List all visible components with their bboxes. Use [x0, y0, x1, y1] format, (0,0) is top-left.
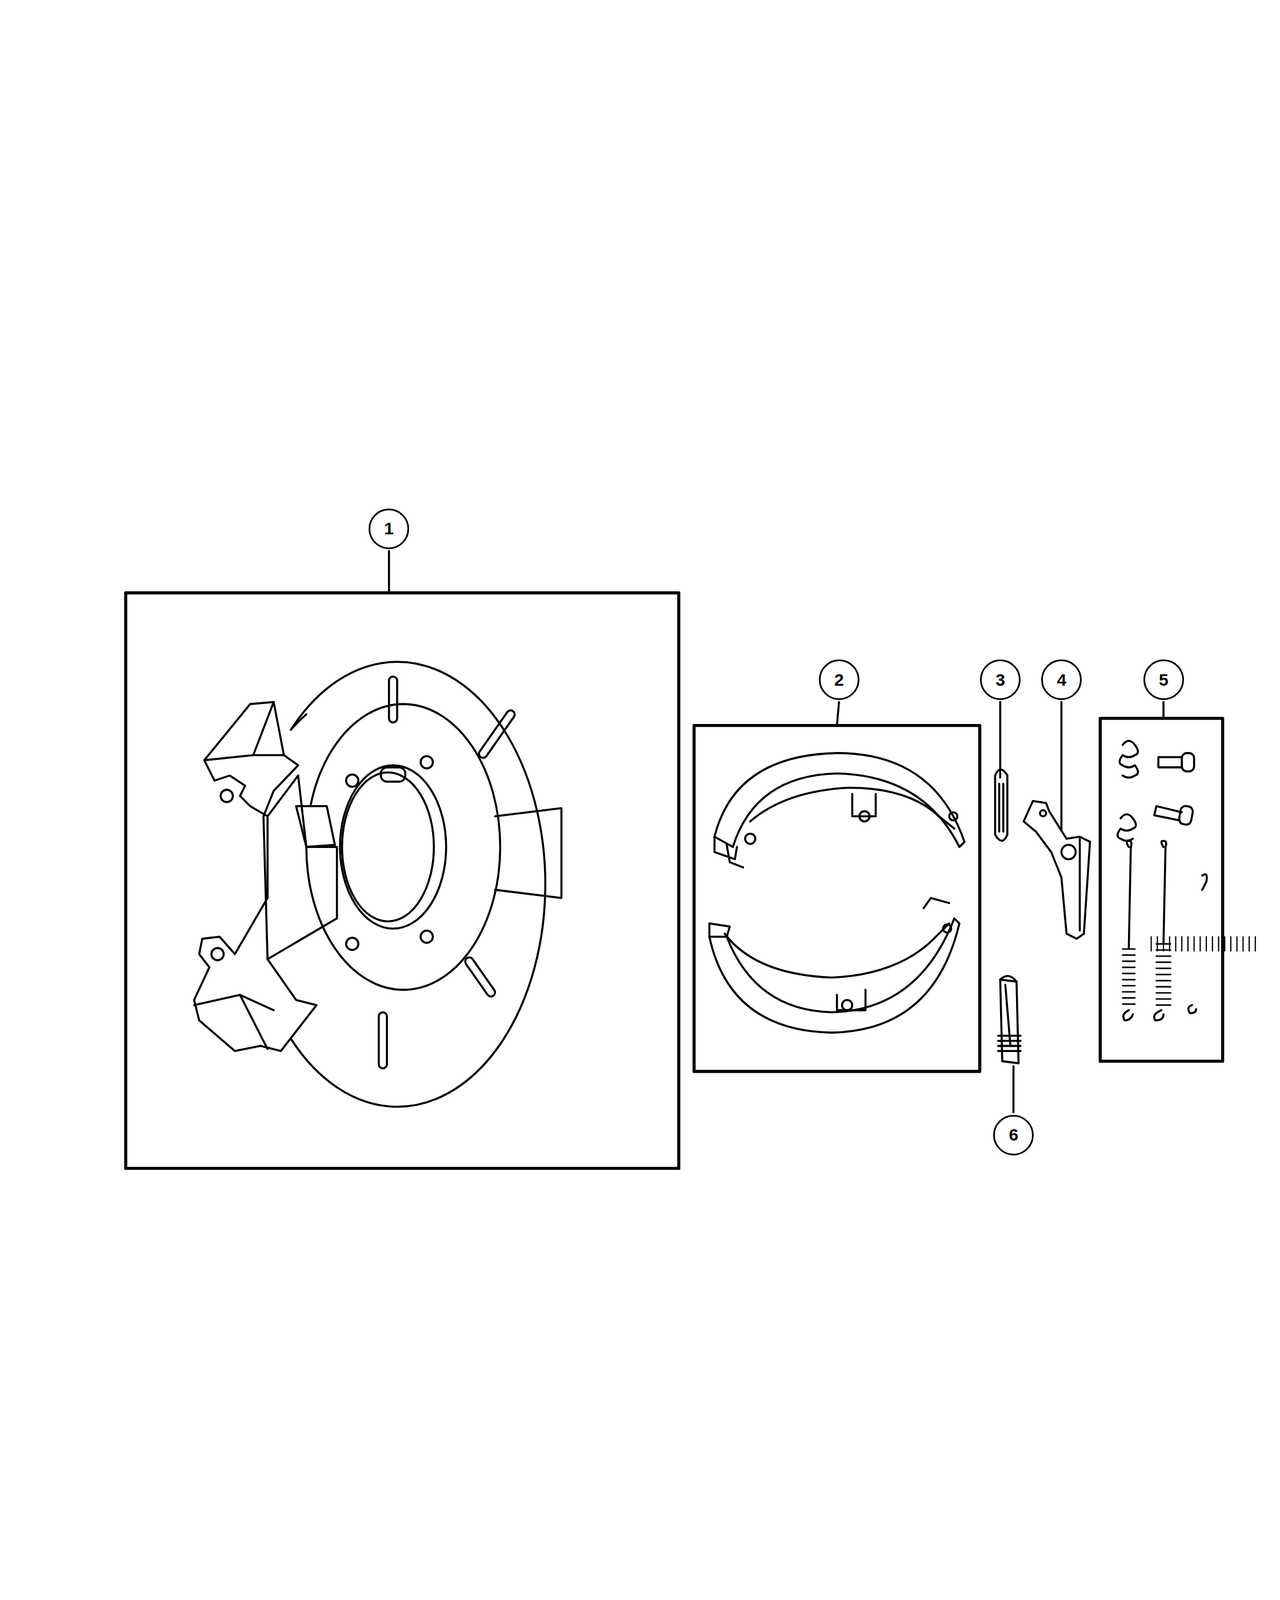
callout-circle: 6: [993, 1114, 1034, 1156]
callout-circle: 2: [818, 659, 860, 700]
callout-number: 1: [384, 520, 394, 538]
leader-line: [388, 550, 391, 593]
callout-circle: 5: [1143, 659, 1184, 700]
callout-number: 4: [1056, 671, 1067, 689]
callout-number: 3: [995, 671, 1006, 689]
backing-plate: [194, 661, 562, 1107]
callout-number: 5: [1158, 671, 1169, 689]
spring-clip: [999, 783, 1004, 832]
callout-circle: 3: [980, 659, 1021, 700]
leader-line: [1012, 1066, 1015, 1112]
adjuster-lever: [1023, 801, 1090, 939]
leader-line: [1162, 702, 1165, 719]
callout-number: 6: [1008, 1126, 1019, 1144]
hold-down-kit: [1117, 740, 1256, 1020]
brake-shoe: [714, 753, 965, 868]
leader-line: [837, 702, 840, 726]
leader-line: [999, 702, 1002, 778]
group-box: [694, 725, 980, 1072]
callout-circle: 1: [368, 508, 410, 550]
group-box: [125, 593, 679, 1169]
brake-shoe: [709, 897, 960, 1033]
group-box: [1100, 718, 1223, 1062]
callout-circle: 4: [1041, 659, 1082, 700]
callout-number: 2: [834, 671, 844, 689]
adjuster-screw: [998, 976, 1021, 1064]
spring-clip: [994, 769, 1007, 841]
